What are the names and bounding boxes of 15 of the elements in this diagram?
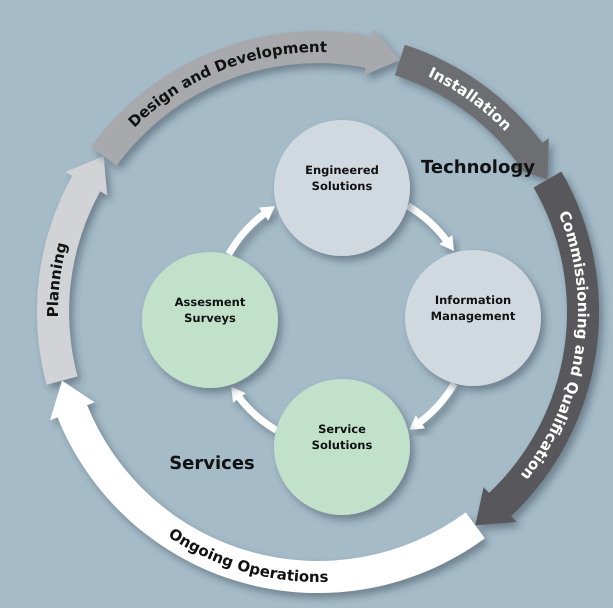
stage-arrow-band — [50, 380, 485, 593]
category-circle — [274, 120, 410, 256]
curved-arrow — [406, 202, 454, 251]
circle-label: Service Solutions — [312, 422, 372, 452]
category-circle — [142, 252, 278, 388]
group-heading: Technology — [421, 157, 535, 178]
stage-arrow-band — [37, 156, 108, 385]
circle-label: Information Management — [430, 293, 516, 323]
group-heading: Services — [169, 453, 255, 474]
circle-label: Assesment Surveys — [174, 295, 246, 325]
curved-arrow — [409, 382, 458, 430]
curved-arrow — [230, 387, 278, 434]
curved-arrow — [226, 206, 275, 256]
circle-label: Engineered Solutions — [305, 163, 379, 193]
category-circle — [274, 379, 410, 515]
